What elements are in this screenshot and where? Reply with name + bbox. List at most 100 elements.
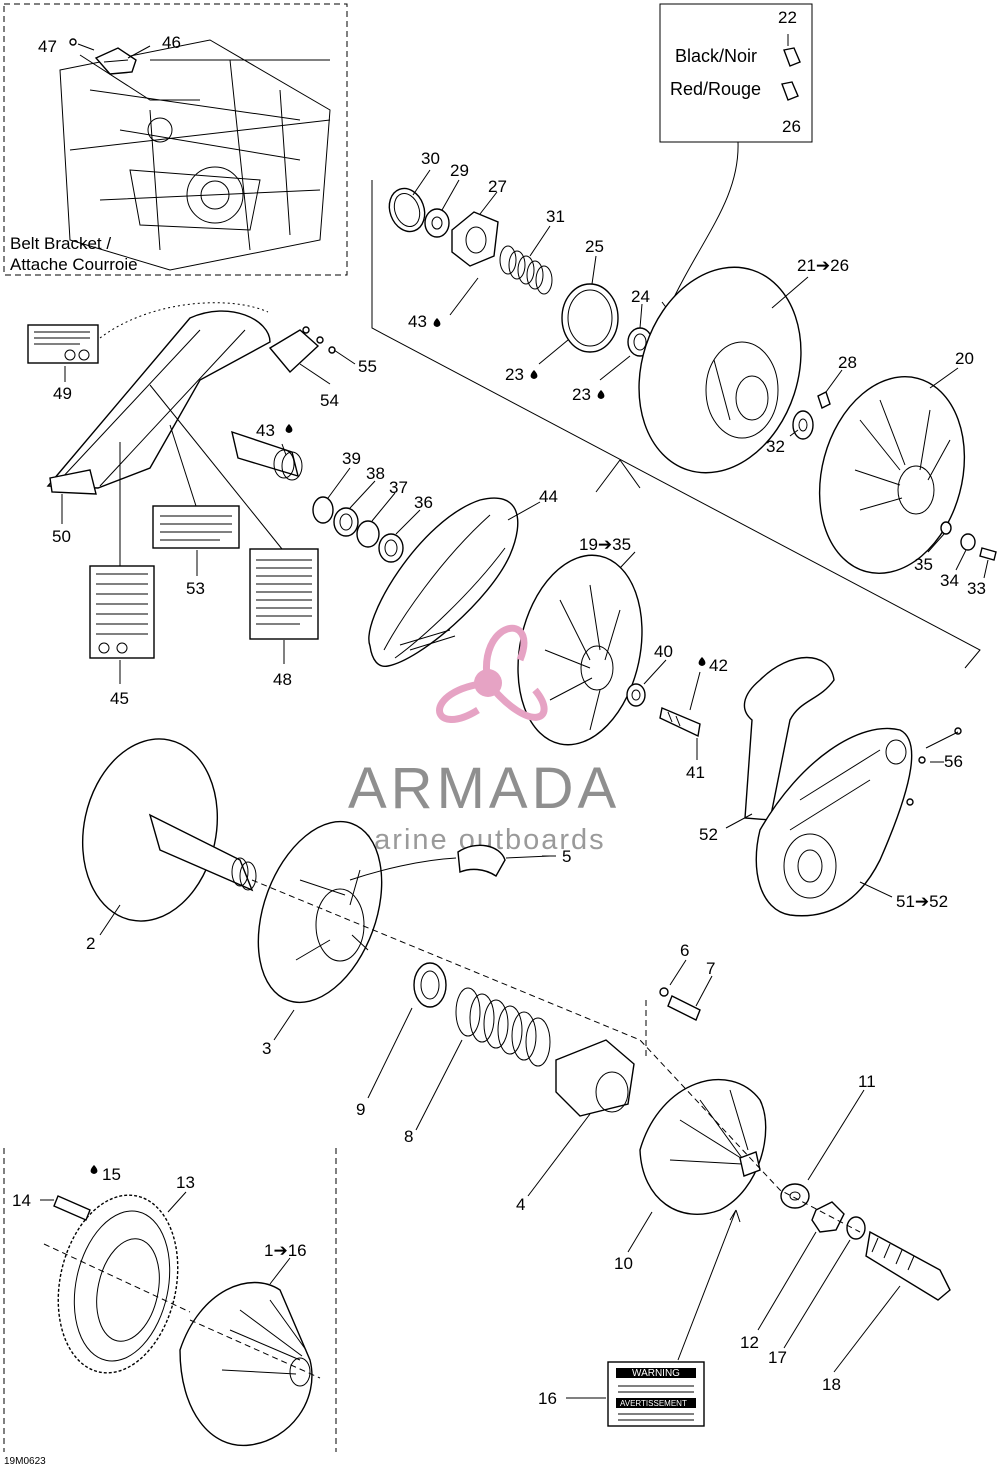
part-34-nut <box>960 533 976 551</box>
part-14-screw <box>53 1195 91 1221</box>
part-7-screw <box>667 995 701 1021</box>
callout-24: 24 <box>631 287 650 306</box>
callout-2: 2 <box>86 934 95 953</box>
part-2-fixed-sheave <box>81 738 219 922</box>
part-31-spring <box>499 245 553 295</box>
part-32-washer <box>792 410 814 440</box>
part-8-spring <box>455 987 551 1067</box>
part-33-screw <box>979 547 997 561</box>
callout-14: 14 <box>12 1191 31 1210</box>
red-bolt-label: Red/Rouge <box>670 79 761 99</box>
part-50-belt-guard <box>46 310 271 489</box>
callout-7: 7 <box>706 959 715 978</box>
part-10-governor-cup <box>639 1078 767 1215</box>
part-4-spider-cap <box>555 1039 635 1117</box>
belt-and-driven-pulley: 44 19➔35 40 42 41 <box>368 459 728 782</box>
callout-49: 49 <box>53 384 72 403</box>
callout-47: 47 <box>38 37 57 56</box>
bolts-inset: 22 26 Black/Noir Red/Rouge <box>659 3 813 311</box>
red-bolt-icon <box>781 81 799 101</box>
warning-title: WARNING <box>632 1368 680 1379</box>
callout-56: 56 <box>944 752 963 771</box>
callout-43b: 43 <box>256 421 275 440</box>
callout-38: 38 <box>366 464 385 483</box>
callout-9: 9 <box>356 1100 365 1119</box>
callout-18: 18 <box>822 1375 841 1394</box>
part-37-shim <box>356 520 380 548</box>
warning-title-fr: AVERTISSEMENT <box>620 1399 687 1408</box>
callout-35: 35 <box>914 555 933 574</box>
callout-42: 42 <box>709 656 728 675</box>
drawing-code: 19M0623 <box>4 1456 46 1467</box>
callout-26: 26 <box>782 117 801 136</box>
callout-43a: 43 <box>408 312 427 331</box>
part-shaft-end <box>231 430 299 478</box>
lubricant-drop-icon <box>597 390 605 399</box>
part-49-decal <box>27 324 99 364</box>
callout-19-35: 19➔35 <box>579 535 631 554</box>
callout-5: 5 <box>562 847 571 866</box>
part-27-cam <box>451 211 499 267</box>
part-20-movable-sheave <box>818 376 966 574</box>
part-21-fixed-sheave <box>638 266 802 474</box>
callout-10: 10 <box>614 1254 633 1273</box>
part-18-bolt <box>865 1230 951 1301</box>
callout-53: 53 <box>186 579 205 598</box>
callout-34: 34 <box>940 571 959 590</box>
callout-52: 52 <box>699 825 718 844</box>
part-51-cvt-cover <box>755 727 913 917</box>
lubricant-drop-icon <box>285 424 293 433</box>
callout-31: 31 <box>546 207 565 226</box>
callout-36: 36 <box>414 493 433 512</box>
callout-44: 44 <box>539 487 558 506</box>
callout-8: 8 <box>404 1127 413 1146</box>
part-11-washer <box>780 1183 810 1209</box>
callout-16: 16 <box>538 1389 557 1408</box>
ring-gear-inset: 14 15 13 1➔16 <box>3 1148 337 1452</box>
callout-37: 37 <box>389 478 408 497</box>
inset-caption-en: Belt Bracket / <box>10 234 111 253</box>
cvt-cover-group: 56 52 51➔52 <box>699 656 963 917</box>
part-39-shim <box>312 496 334 524</box>
belt-bracket-inset: 47 46 Belt Bracket / Attache Courroie <box>3 3 348 276</box>
part-16-warning-label: WARNING AVERTISSEMENT 16 <box>538 1209 741 1427</box>
part-36-shim <box>378 533 404 563</box>
callout-12: 12 <box>740 1333 759 1352</box>
callout-15: 15 <box>102 1165 121 1184</box>
callout-50: 50 <box>52 527 71 546</box>
part-1-drive-pulley-assembly <box>179 1281 313 1447</box>
part-2-shaft <box>148 813 254 892</box>
part-44-drive-belt <box>368 497 519 667</box>
inset-caption-fr: Attache Courroie <box>10 255 138 274</box>
part-35-washer <box>940 521 952 535</box>
part-28-key <box>817 391 831 409</box>
drive-pulley-group: 2 3 5 6 7 9 8 4 10 11 12 17 18 <box>81 738 951 1394</box>
callout-17: 17 <box>768 1348 787 1367</box>
part-45-decal <box>89 565 155 659</box>
callout-32: 32 <box>766 437 785 456</box>
propeller-hub <box>474 669 502 697</box>
callout-33: 33 <box>967 579 986 598</box>
callout-11: 11 <box>858 1072 876 1091</box>
part-48-decal <box>249 548 319 640</box>
callout-51-52: 51➔52 <box>896 892 948 911</box>
callout-23b: 23 <box>572 385 591 404</box>
part-41-bolt <box>659 707 701 738</box>
lubricant-drop-icon <box>698 657 706 666</box>
callout-28: 28 <box>838 353 857 372</box>
callout-25: 25 <box>585 237 604 256</box>
callout-3: 3 <box>262 1039 271 1058</box>
callout-54: 54 <box>320 391 339 410</box>
black-bolt-label: Black/Noir <box>675 46 757 66</box>
callout-1-16: 1➔16 <box>264 1241 307 1260</box>
callout-39: 39 <box>342 449 361 468</box>
part-53-decal <box>152 505 240 549</box>
callout-55: 55 <box>358 357 377 376</box>
part-46-bracket <box>94 47 137 75</box>
part-29-washer <box>424 208 450 238</box>
callout-4: 4 <box>516 1195 525 1214</box>
lubricant-drop-icon <box>433 318 441 327</box>
part-38-shim <box>333 507 359 537</box>
callout-29: 29 <box>450 161 469 180</box>
